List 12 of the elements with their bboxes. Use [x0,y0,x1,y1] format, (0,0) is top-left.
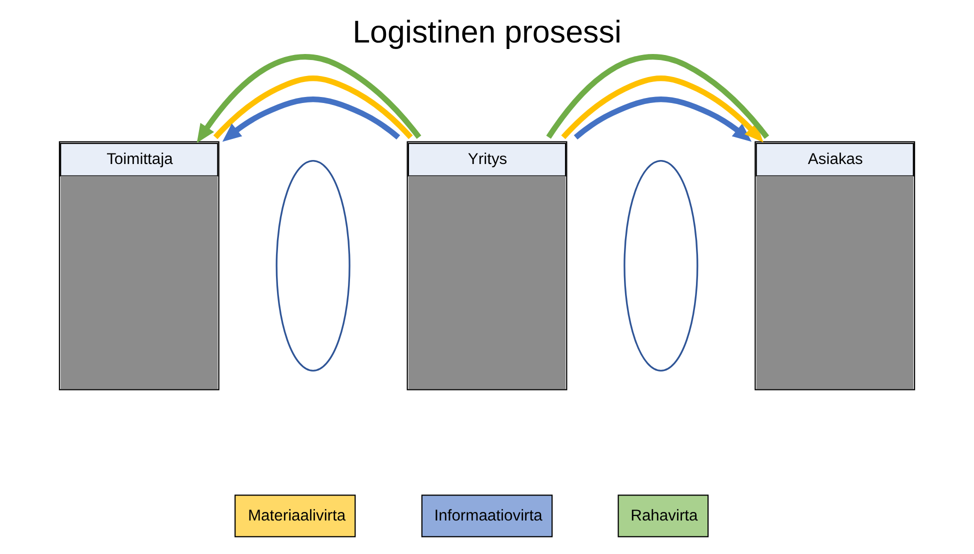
arrow [222,96,400,142]
arrow [574,96,752,142]
connector [546,54,770,139]
arrow [196,54,422,144]
arrow [561,76,764,142]
node-ellipse [624,160,698,372]
node-ellipse [276,160,350,372]
connector [213,76,413,140]
legend-label: Informaatiovirta [434,508,542,525]
legend-label: Materiaalivirta [248,508,346,525]
legend-label: Rahavirta [630,508,698,525]
diagram-title: Logistinen prosessi [352,14,622,50]
